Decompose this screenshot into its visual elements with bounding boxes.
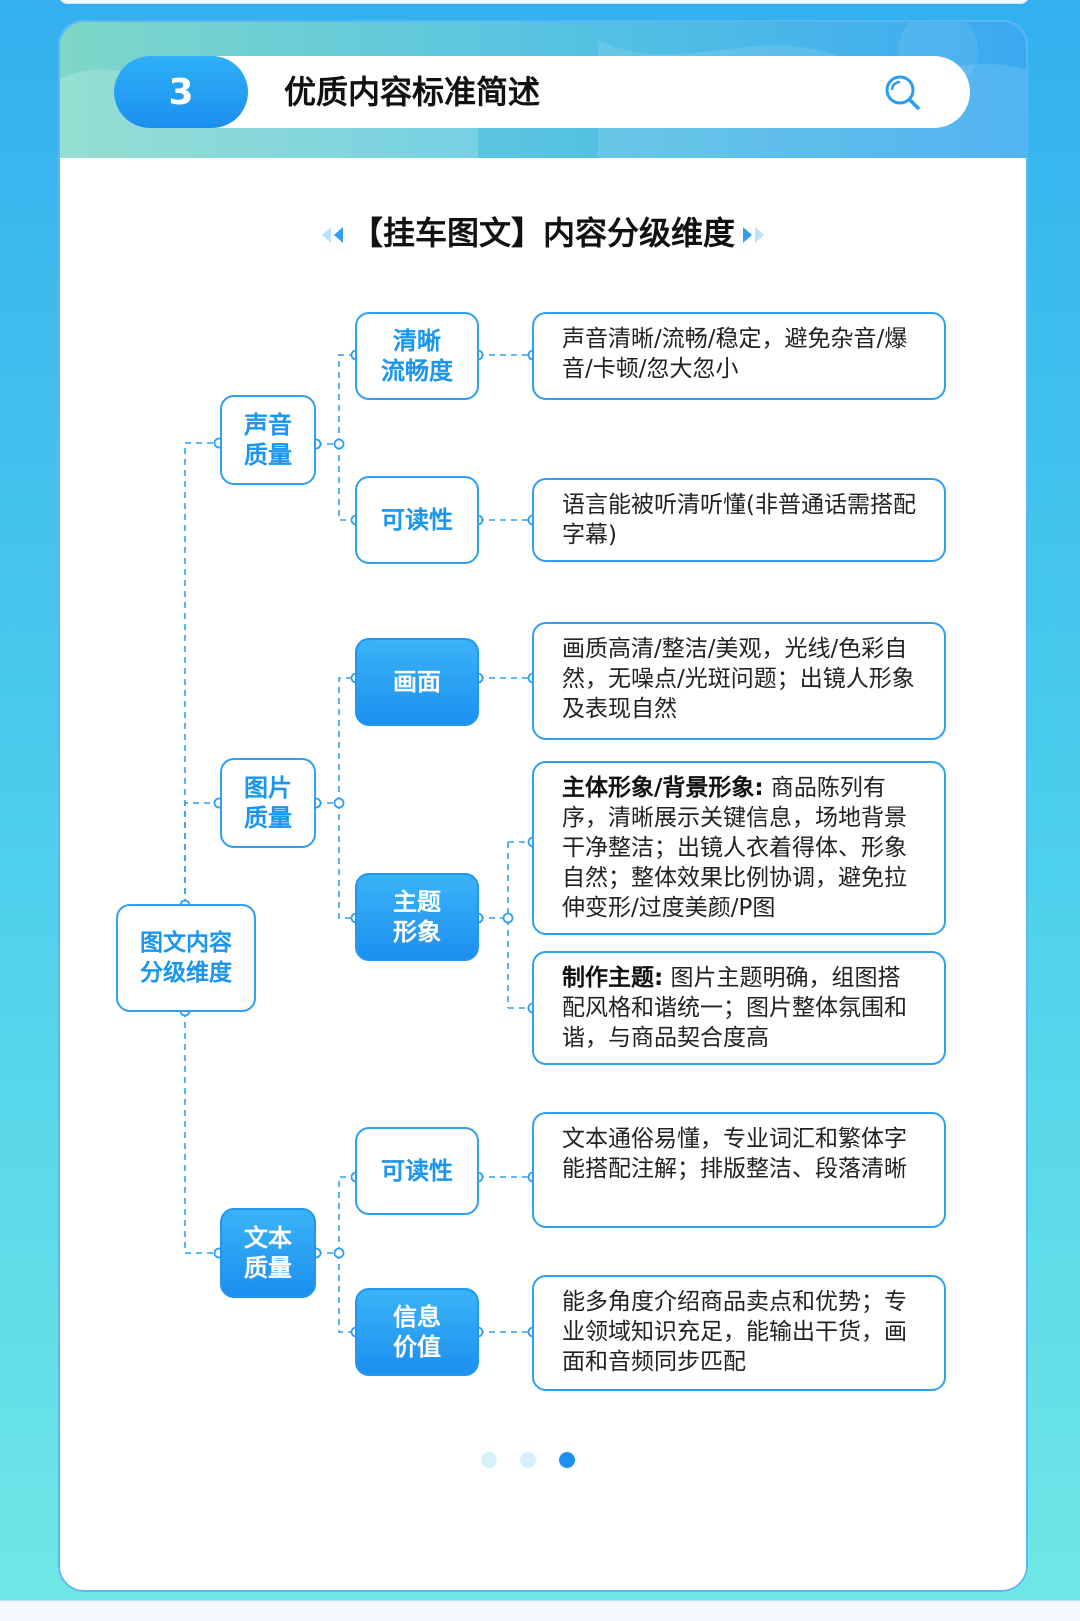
previous-card-edge: [58, 0, 1030, 4]
content-card: 3 优质内容标准简述 【挂车图文】内容分级维度: [58, 20, 1028, 1592]
card-border: [58, 20, 1028, 1592]
next-card-edge: [0, 1600, 1080, 1621]
